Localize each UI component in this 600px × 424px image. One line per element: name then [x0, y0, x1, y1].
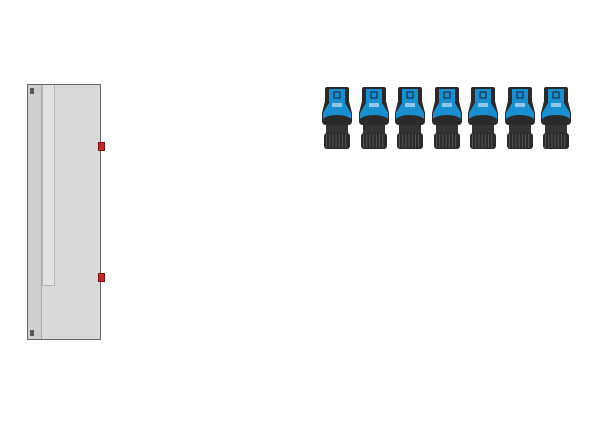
connector: [540, 87, 572, 149]
connector: [321, 87, 353, 149]
cabinet-inner-rail: [42, 85, 55, 286]
latch-top: [98, 142, 105, 151]
connector: [467, 87, 499, 149]
enclosure-cabinet: [27, 84, 101, 340]
connector: [394, 87, 426, 149]
connector: [431, 87, 463, 149]
connector: [358, 87, 390, 149]
hinge-bottom-icon: [30, 330, 34, 336]
latch-bottom: [98, 273, 105, 282]
cabinet-hinge-edge: [28, 85, 42, 339]
hinge-top-icon: [30, 88, 34, 94]
connector: [504, 87, 536, 149]
